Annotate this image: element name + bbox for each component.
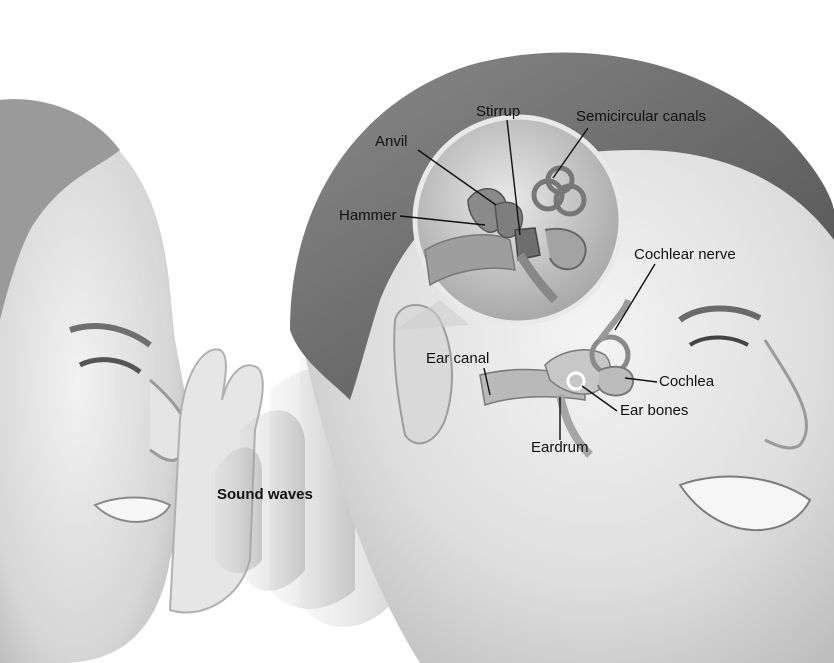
magnified-stirrup [515, 228, 540, 260]
label-hammer: Hammer [339, 207, 397, 225]
left-person [0, 99, 263, 663]
label-stirrup: Stirrup [476, 103, 520, 121]
label-ear-canal: Ear canal [426, 350, 489, 368]
label-ear-bones: Ear bones [620, 402, 688, 420]
label-cochlear-nerve: Cochlear nerve [634, 246, 736, 264]
label-cochlea: Cochlea [659, 373, 714, 391]
label-sound-waves: Sound waves [217, 486, 313, 504]
label-anvil: Anvil [375, 133, 408, 151]
label-semicircular-canals: Semicircular canals [576, 108, 706, 126]
label-eardrum: Eardrum [531, 439, 589, 457]
